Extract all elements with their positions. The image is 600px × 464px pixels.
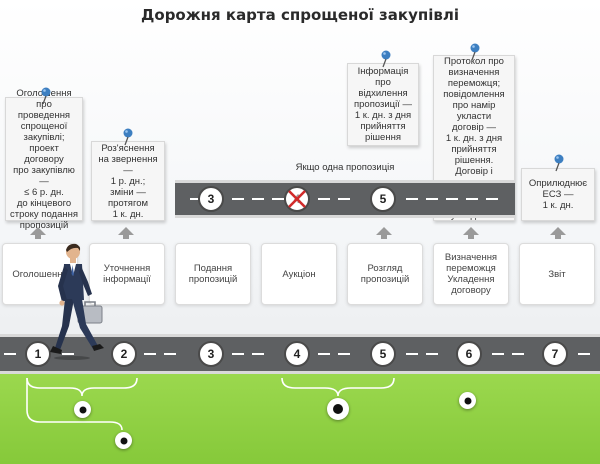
road-marking	[164, 353, 176, 355]
road-marking	[446, 198, 458, 200]
page-title: Дорожня карта спрощеної закупівлі	[141, 6, 459, 24]
road-marking	[318, 353, 330, 355]
note-announcement-text: Оголошення про проведення спрощеної заку…	[9, 88, 78, 231]
road-marking	[232, 353, 244, 355]
road-marking	[318, 198, 330, 200]
note-report: Оприлюднює ЕСЗ — 1 к. дн.	[521, 168, 595, 221]
note-rejection: Інформація про відхилення пропозиції — 1…	[347, 63, 419, 146]
arrow-up-icon	[550, 227, 566, 239]
road-marking	[252, 198, 264, 200]
step-1: 1	[25, 341, 51, 367]
note-report-text: Оприлюднює ЕСЗ — 1 к. дн.	[528, 178, 588, 211]
road-marking	[252, 353, 264, 355]
arrow-up-icon	[376, 227, 392, 239]
road-marking	[62, 353, 74, 355]
timeline-marker	[74, 401, 91, 418]
step-3: 3	[198, 341, 224, 367]
step-6: 6	[456, 341, 482, 367]
pin-icon	[41, 87, 51, 105]
note-rejection-text: Інформація про відхилення пропозиції — 1…	[353, 66, 413, 143]
road-marking	[512, 353, 524, 355]
road-marking	[338, 353, 350, 355]
cross-icon	[288, 190, 306, 208]
step-2: 2	[111, 341, 137, 367]
pin-icon	[470, 43, 480, 61]
road-marking	[578, 353, 590, 355]
timeline-marker	[459, 392, 476, 409]
road-marking	[190, 198, 202, 200]
road-marking	[426, 198, 438, 200]
road-marking	[406, 353, 418, 355]
businessman-icon	[50, 243, 104, 360]
note-announcement: Оголошення про проведення спрощеної заку…	[5, 88, 83, 231]
stage-review: Розгляд пропозицій	[347, 243, 423, 305]
road-marking	[492, 353, 504, 355]
note-clarification: Роз'яснення на звернення — 1 р. дн.; змі…	[91, 141, 165, 221]
step-4: 4	[284, 341, 310, 367]
timeline-marker	[327, 398, 349, 420]
step-5: 5	[370, 341, 396, 367]
stage-clarification: Уточнення інформації	[89, 243, 165, 305]
alt-step-3: 3	[198, 186, 224, 212]
road-marking	[406, 198, 418, 200]
stage-report: Звіт	[519, 243, 595, 305]
road-marking	[144, 353, 156, 355]
pin-icon	[381, 50, 391, 68]
step-7: 7	[542, 341, 568, 367]
arrow-up-icon	[30, 227, 46, 239]
road-marking	[232, 198, 244, 200]
road-marking	[338, 198, 350, 200]
arrow-up-icon	[463, 227, 479, 239]
grass-area	[0, 374, 600, 464]
road-marking	[272, 198, 284, 200]
stage-auction: Аукціон	[261, 243, 337, 305]
pin-icon	[123, 128, 133, 146]
note-clarification-text: Роз'яснення на звернення — 1 р. дн.; змі…	[98, 142, 158, 220]
road-marking	[426, 353, 438, 355]
alt-route-label: Якщо одна пропозиція	[295, 162, 395, 173]
arrow-up-icon	[118, 227, 134, 239]
timeline-marker	[115, 432, 132, 449]
stage-winner-contract: Визначення переможця Укладення договору	[433, 243, 509, 305]
alt-step-5: 5	[370, 186, 396, 212]
road-marking	[4, 353, 16, 355]
road-marking	[486, 198, 498, 200]
pin-icon	[554, 154, 564, 172]
stage-submission: Подання пропозицій	[175, 243, 251, 305]
timeline-brackets	[26, 377, 395, 431]
road-marking	[466, 198, 478, 200]
